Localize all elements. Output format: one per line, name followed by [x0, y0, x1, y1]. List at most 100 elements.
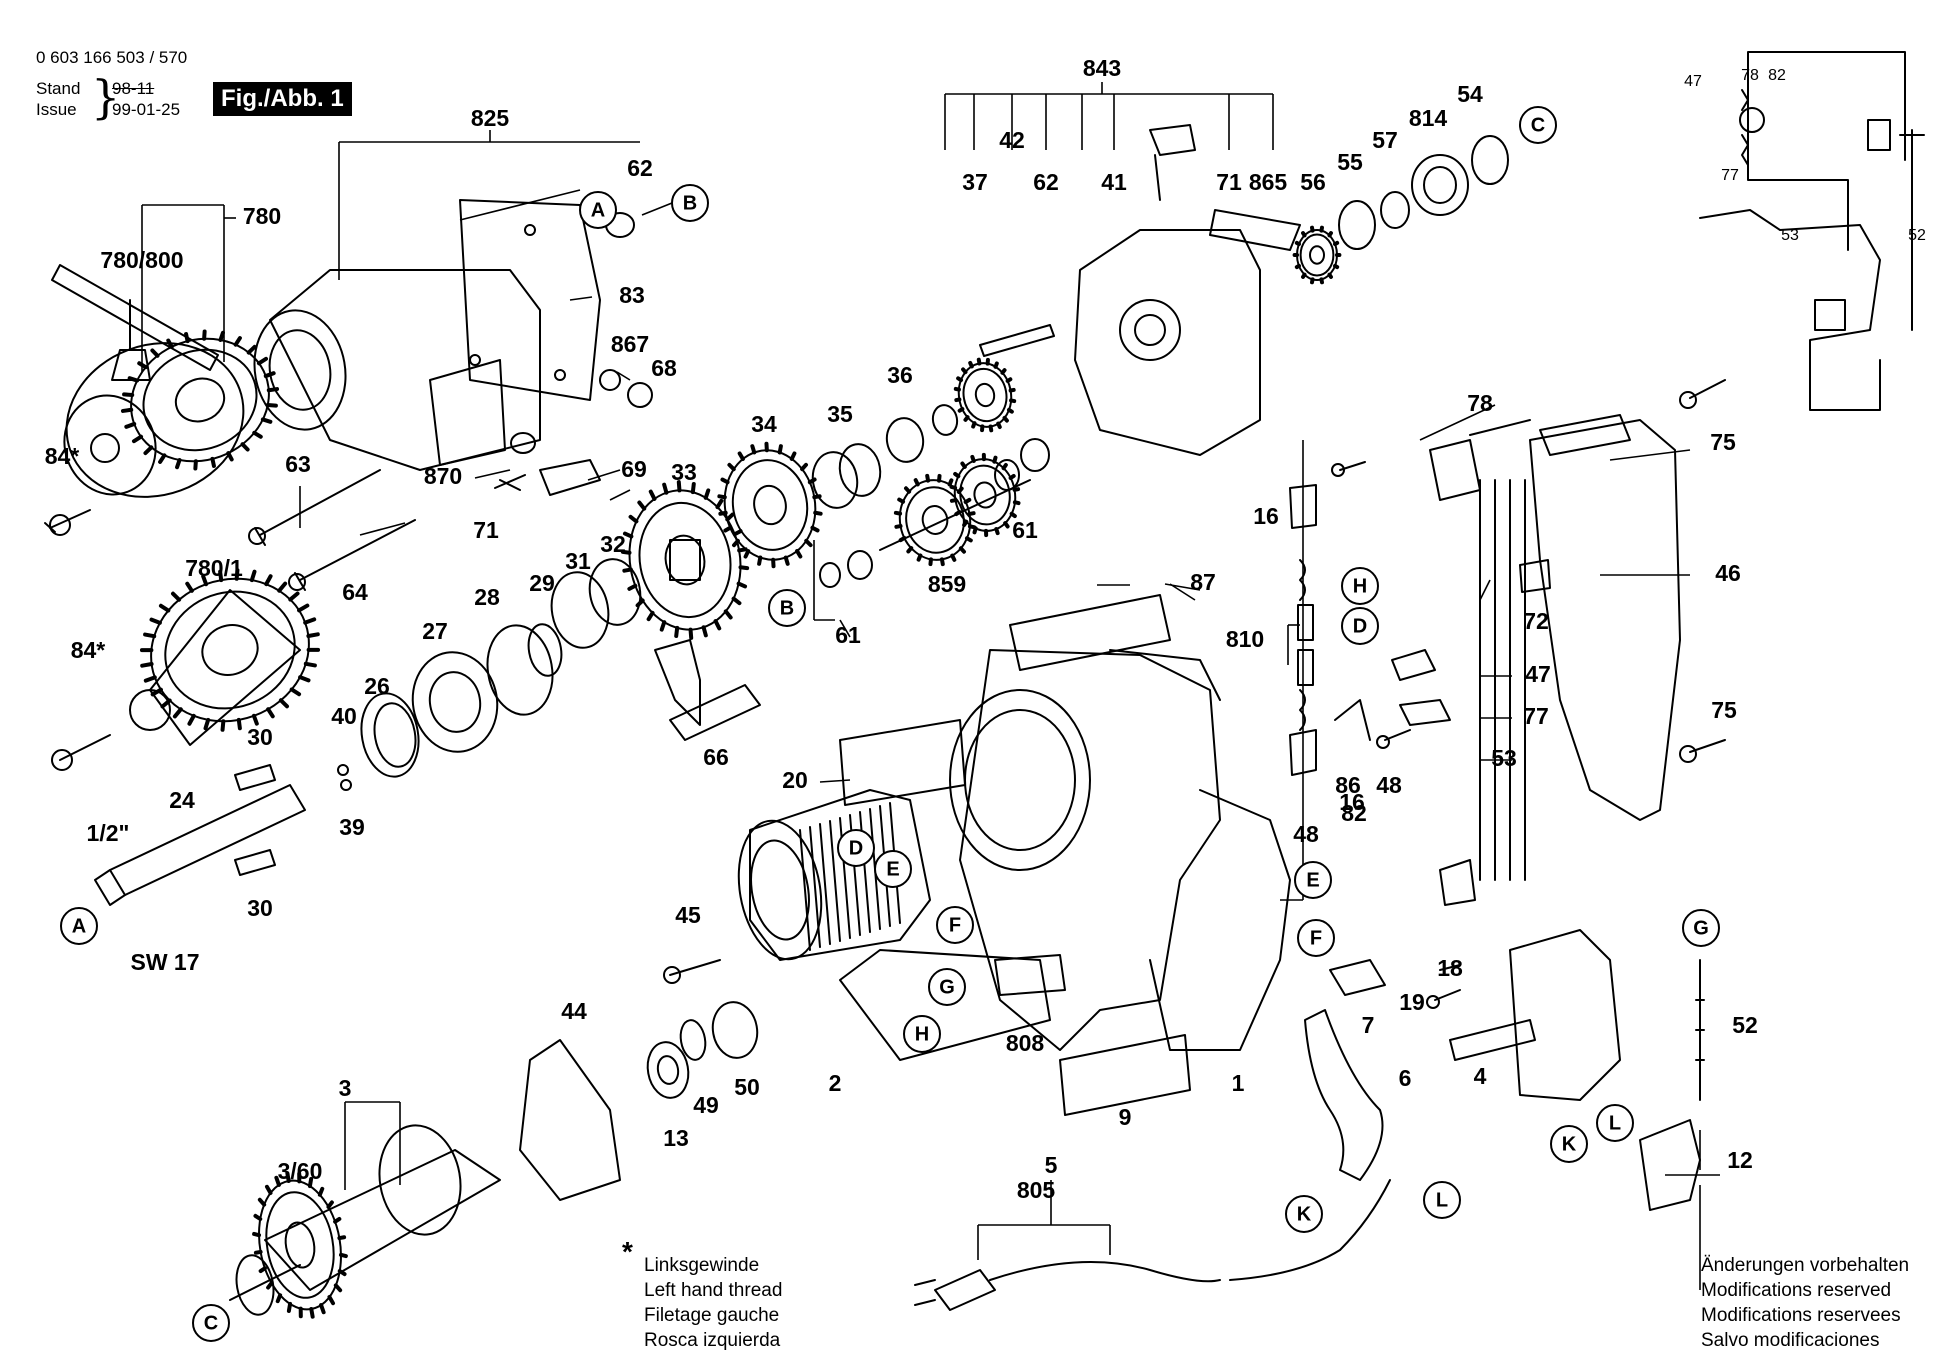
shaft-66	[669, 684, 761, 741]
armature-fan	[258, 1179, 342, 1311]
chuck-sleeve-knurl-tooth	[218, 330, 225, 342]
chuck-sleeve-knurl-tooth	[143, 445, 154, 456]
part-label: 75	[1710, 429, 1736, 455]
circlip-28	[486, 624, 554, 716]
keyless-chuck-tooth	[158, 603, 171, 613]
leader-line	[459, 189, 581, 221]
part-label: 3	[339, 1075, 352, 1101]
part-label: 34	[751, 411, 777, 437]
gear-33-tooth	[690, 482, 696, 495]
callout-letter: H	[1353, 575, 1367, 597]
armature-fan-tooth	[333, 1216, 342, 1224]
callout-letter: H	[915, 1023, 929, 1045]
bearing-814	[1411, 154, 1469, 216]
schematic-field-a	[1741, 134, 1749, 166]
washer-49	[679, 1019, 707, 1061]
chuck-sleeve-knurl-tooth	[175, 458, 182, 470]
schematic-switch-block	[1814, 299, 1846, 331]
part-label: 48	[1293, 821, 1319, 847]
gear-37	[953, 357, 1017, 433]
part-label: 780/1	[185, 555, 243, 581]
part-label: 32	[600, 531, 626, 557]
keyless-chuck	[139, 568, 321, 732]
chuck-sleeve-knurl	[120, 329, 280, 471]
stator-face	[737, 819, 823, 961]
figure-label: Fig./Abb. 1	[213, 82, 352, 116]
part-label: 48	[1376, 772, 1402, 798]
screw-75b-head	[1679, 745, 1697, 763]
armature-fan-tooth	[309, 1307, 315, 1319]
gear-33-hub	[669, 539, 701, 581]
brush-holder-16a	[1289, 484, 1317, 529]
gear-34-tooth	[723, 525, 733, 533]
spring-26	[360, 692, 420, 778]
callout-letter: A	[72, 915, 86, 937]
armature-fan-tooth	[286, 1301, 293, 1313]
callout-letter: E	[886, 858, 899, 880]
chuck-sleeve-knurl-tooth	[124, 421, 137, 429]
washer-29	[527, 623, 563, 677]
bush-57	[1380, 191, 1410, 229]
callout-circle	[1297, 919, 1335, 957]
keyless-chuck-tooth	[140, 662, 154, 668]
part-label: 810	[1226, 626, 1264, 652]
part-label: 42	[999, 127, 1025, 153]
part-label: 54	[1457, 81, 1483, 107]
strain-relief-6	[1304, 1009, 1384, 1181]
part-label: 1/2"	[87, 820, 130, 846]
part-label: 78	[1467, 390, 1493, 416]
part-label: 27	[422, 618, 448, 644]
callout-letter: L	[1436, 1189, 1448, 1211]
detent-41-shaft	[1154, 154, 1161, 201]
brace-icon: }	[91, 70, 121, 124]
gear-34-tooth	[717, 494, 727, 500]
gear-859b-tooth	[962, 519, 969, 527]
leader-line	[609, 489, 631, 501]
part-label: 5	[1045, 1152, 1058, 1178]
keyless-chuck-tooth	[306, 647, 321, 652]
part-label: 37	[962, 169, 988, 195]
part-label: 63	[285, 451, 311, 477]
screw-19	[1434, 989, 1461, 1001]
gear-33-tooth	[713, 619, 722, 631]
part-label: 24	[169, 787, 195, 813]
footnote-marker: *	[622, 1236, 633, 1267]
gear-37-tooth	[961, 367, 968, 375]
keyless-chuck-tooth	[172, 707, 183, 719]
part-label: 52	[1908, 227, 1926, 244]
gear-34-tooth	[804, 538, 813, 548]
cord-plug-side	[989, 1261, 1221, 1283]
motor-housing-bore	[949, 689, 1091, 871]
connector-d	[1399, 699, 1451, 726]
gear-37-tooth	[1009, 398, 1017, 404]
part-label: 68	[651, 355, 677, 381]
keyless-chuck-tooth	[266, 707, 275, 719]
part-label: 84*	[45, 443, 80, 469]
leader-line	[1609, 449, 1691, 461]
washer-50	[711, 1001, 759, 1059]
part-label: 69	[621, 456, 647, 482]
part-label: 86	[1335, 772, 1361, 798]
nut-36	[885, 417, 925, 463]
gear-859b-tooth	[981, 452, 986, 462]
label-20	[839, 719, 966, 806]
chuck-sleeve-knurl-tooth	[226, 451, 234, 462]
circlip-54	[1471, 135, 1509, 185]
stator	[749, 789, 931, 961]
chuck-screw-2-head	[51, 749, 73, 771]
disclaimer-line-de: Änderungen vorbehalten	[1701, 1255, 1910, 1276]
gear-859b-tooth	[984, 528, 989, 538]
chuck-sleeve-knurl-tooth	[158, 453, 167, 464]
hole	[469, 354, 481, 366]
screw-71	[494, 474, 526, 491]
plug-pins	[914, 1279, 936, 1306]
chuck-sleeve-knurl	[174, 377, 226, 423]
part-label: 78	[1741, 67, 1759, 84]
footnote-line-en: Left hand thread	[644, 1280, 783, 1301]
armature-fan-tooth	[337, 1235, 347, 1241]
gear-34-tooth	[783, 555, 790, 566]
brush-spring-a	[1299, 559, 1306, 601]
pistol-grip	[1149, 789, 1291, 1051]
part-label: 3/60	[278, 1158, 323, 1184]
callout-circle	[579, 191, 617, 229]
